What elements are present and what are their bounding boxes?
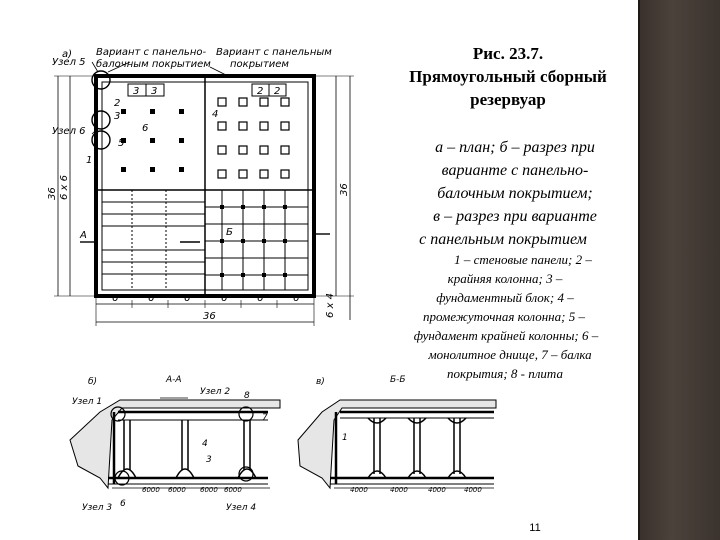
figure-title-line3: резервуар <box>470 90 546 109</box>
mark-b-label: Б <box>226 227 233 238</box>
bottom-dim-5: 6 <box>257 293 263 304</box>
bottom-dim-2: 6 <box>148 293 154 304</box>
legend-line3: фундаментный блок; 4 – <box>436 290 574 305</box>
dim-6x6-label: 6 x 6 <box>59 175 70 200</box>
side-panel-border <box>638 0 640 540</box>
bottom-dim-6: 6 <box>293 293 299 304</box>
num-1-label: 1 <box>86 155 92 166</box>
caption-line1: а – план; б – разрез при <box>435 139 595 156</box>
top-dim-3a: 3 <box>133 86 139 97</box>
upper-left-columns <box>121 109 184 172</box>
num-3-label: 3 <box>114 111 120 122</box>
top-dim-3b: 3 <box>151 86 157 97</box>
dim-6x4-label: 6 x 4 <box>325 293 336 318</box>
caption-line3: балочным покрытием; <box>437 185 593 202</box>
dim-36-bottom-label: 36 <box>203 311 216 322</box>
section-v-soil <box>297 399 497 490</box>
sec-b-num-7: 7 <box>262 413 268 423</box>
sec-b-num-4: 4 <box>202 439 208 449</box>
legend-line1: 1 – стеновые панели; 2 – <box>454 252 592 267</box>
sec-b-num-8: 8 <box>244 391 250 401</box>
num-6-label: 6 <box>142 123 148 134</box>
bottom-dim-3: 6 <box>184 293 190 304</box>
uzel-4-label: Узел 4 <box>226 503 256 513</box>
sec-b-dim-4: 6000 <box>224 486 242 494</box>
slide: а) Вариант с панельно- балочным покрытие… <box>47 44 607 534</box>
section-b-label: б) <box>88 377 97 387</box>
lower-right-columns <box>220 205 287 277</box>
section-v-view <box>297 399 497 490</box>
lower-left-beams <box>102 190 205 290</box>
sec-v-dim-1: 4000 <box>350 486 368 494</box>
caption-line4: в – разрез при варианте <box>433 208 597 225</box>
uzel-2-label: Узел 2 <box>200 387 230 397</box>
sec-v-dim-4: 4000 <box>464 486 482 494</box>
legend-line5: фундамент крайней колонны; 6 – <box>413 328 599 343</box>
node-6a-circle <box>91 110 111 130</box>
num-2-label: 2 <box>114 98 120 109</box>
decorative-side-panel <box>640 0 720 540</box>
num-4-label: 4 <box>212 109 218 120</box>
node-6b-circle <box>91 130 111 150</box>
uzel-1-label: Узел 1 <box>72 397 102 407</box>
variant-right-line2: покрытием <box>230 59 289 70</box>
section-v-title: Б-Б <box>390 375 406 385</box>
sec-v-num-1: 1 <box>342 433 348 443</box>
dim-36-right-label: 36 <box>339 183 350 196</box>
dim-36-left-label: 36 <box>47 187 58 200</box>
node-5-circle <box>91 70 111 90</box>
section-b-view <box>69 397 281 490</box>
section-b-title: А-А <box>165 375 182 385</box>
section-v-columns <box>367 417 467 479</box>
bottom-dim-4: 6 <box>221 293 227 304</box>
page-number: 11 <box>529 522 541 534</box>
sec-v-dim-3: 4000 <box>428 486 446 494</box>
uzel-3-label: Узел 3 <box>82 503 112 513</box>
variant-left-line1: Вариант с панельно- <box>96 47 206 58</box>
plan-label: а) <box>62 49 72 60</box>
uzel-5-label: Узел 5 <box>52 57 86 68</box>
figure-title-line2: Прямоугольный сборный <box>409 67 607 86</box>
variant-right-line1: Вариант с панельным <box>216 47 332 58</box>
reservoir-drawing: а) Вариант с панельно- балочным покрытие… <box>47 47 497 513</box>
bottom-dim-1: 6 <box>112 293 118 304</box>
upper-right-columns <box>217 97 290 179</box>
caption-line2: варианте с панельно- <box>441 162 589 179</box>
sec-b-dim-2: 6000 <box>168 486 186 494</box>
mark-a-label: А <box>79 230 87 241</box>
sec-b-dim-3: 6000 <box>200 486 218 494</box>
section-v-label: в) <box>316 377 325 387</box>
top-dim-2b: 2 <box>274 86 280 97</box>
sec-b-num-6: 6 <box>120 499 126 509</box>
uzel-6-label: Узел 6 <box>52 126 86 137</box>
sec-b-num-3: 3 <box>206 455 212 465</box>
caption-line5: с панельным покрытием <box>419 231 587 248</box>
num-5-label: 5 <box>118 138 124 149</box>
section-b-columns <box>117 420 257 479</box>
sec-b-dim-1: 6000 <box>142 486 160 494</box>
variant-left-line2: балочным покрытием <box>96 58 211 70</box>
legend-line4: промежуточная колонна; 5 – <box>423 309 585 324</box>
figure-title-line1: Рис. 23.7. <box>472 44 544 63</box>
legend-line6: монолитное днище, 7 – балка <box>428 347 592 362</box>
top-dim-2a: 2 <box>257 86 263 97</box>
plan-view <box>54 61 354 326</box>
legend-line2: крайняя колонна; 3 – <box>447 271 563 286</box>
sec-v-dim-2: 4000 <box>390 486 408 494</box>
legend-line7: покрытия; 8 - плита <box>447 366 563 381</box>
